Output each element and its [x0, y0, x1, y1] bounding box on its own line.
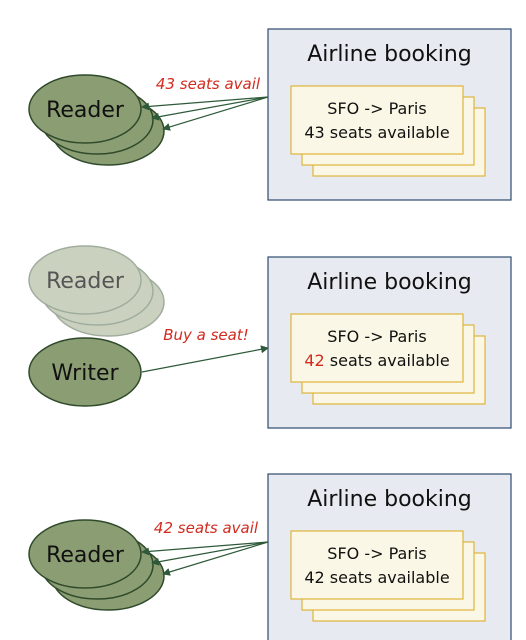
faded-reader-ellipse	[28, 245, 142, 315]
record-card	[290, 313, 464, 383]
record-card	[290, 85, 464, 155]
response-arrow-2	[151, 96, 269, 121]
panel-3: Airline booking SFO -> Paris 42 seats av…	[28, 473, 512, 640]
response-note: 42 seats avail	[154, 519, 259, 537]
response-arrow-1	[141, 541, 269, 556]
response-note: 43 seats avail	[156, 75, 261, 93]
panel-2: Airline booking SFO -> Paris 42 seats av…	[28, 245, 512, 429]
faded-reader-label: Reader	[46, 269, 125, 294]
reader-ellipse	[28, 74, 142, 144]
response-arrow-2	[151, 541, 269, 566]
faded-readers	[28, 245, 165, 337]
record-route: SFO -> Paris	[327, 99, 426, 118]
record-seats-rest: seats available	[325, 351, 450, 370]
response-arrow-3	[162, 541, 269, 576]
record-seats-rest: seats available	[325, 123, 450, 142]
faded-reader-ellipse-back-2	[51, 267, 165, 337]
writer-ellipse	[28, 337, 142, 407]
reader-label: Reader	[46, 98, 125, 123]
writer-label: Writer	[51, 361, 119, 386]
write-note: Buy a seat!	[163, 326, 249, 344]
record-route: SFO -> Paris	[327, 544, 426, 563]
write-arrow	[141, 345, 269, 373]
record-seats: 42 seats available	[304, 568, 449, 587]
response-arrow-1	[141, 96, 269, 111]
record-seats-rest: seats available	[325, 568, 450, 587]
record-route: SFO -> Paris	[327, 327, 426, 346]
record-seats-number: 42	[304, 568, 324, 587]
airline-booking-title: Airline booking	[307, 487, 472, 512]
airline-booking-title: Airline booking	[307, 270, 472, 295]
response-arrow-3	[162, 96, 269, 131]
reader-ellipse	[28, 519, 142, 589]
record-seats: 43 seats available	[304, 123, 449, 142]
faded-reader-ellipse-back-1	[40, 256, 154, 326]
record-seats: 42 seats available	[304, 351, 449, 370]
reader-label: Reader	[46, 543, 125, 568]
panel-1: Airline booking SFO -> Paris 43 seats av…	[28, 28, 512, 201]
record-card	[290, 530, 464, 600]
record-seats-number: 42	[304, 351, 324, 370]
airline-booking-title: Airline booking	[307, 42, 472, 67]
record-seats-number: 43	[304, 123, 324, 142]
